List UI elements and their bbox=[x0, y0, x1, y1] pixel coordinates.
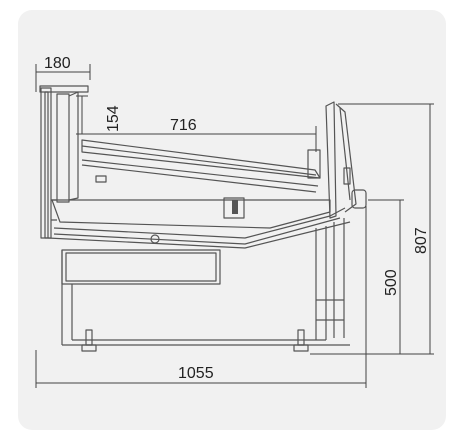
dim-180-label: 180 bbox=[44, 55, 71, 72]
dim-1055-label: 1055 bbox=[178, 365, 214, 382]
dim-716-label: 716 bbox=[170, 117, 197, 134]
dim-180-line bbox=[35, 64, 91, 92]
display-tub bbox=[47, 197, 351, 249]
dim-807-line bbox=[310, 103, 434, 355]
dim-154-label: 154 bbox=[105, 105, 122, 132]
top-canopy bbox=[81, 139, 321, 193]
dim-716-line bbox=[82, 126, 317, 152]
dim-500-label: 500 bbox=[383, 269, 400, 296]
left-post bbox=[39, 85, 89, 239]
feet bbox=[81, 329, 309, 352]
front-glass bbox=[325, 101, 367, 219]
dim-1055-line bbox=[35, 206, 367, 388]
dim-500-line bbox=[368, 199, 404, 354]
base-cabinet bbox=[61, 218, 350, 346]
diagram-background bbox=[18, 10, 446, 430]
dim-807-label: 807 bbox=[413, 227, 430, 254]
